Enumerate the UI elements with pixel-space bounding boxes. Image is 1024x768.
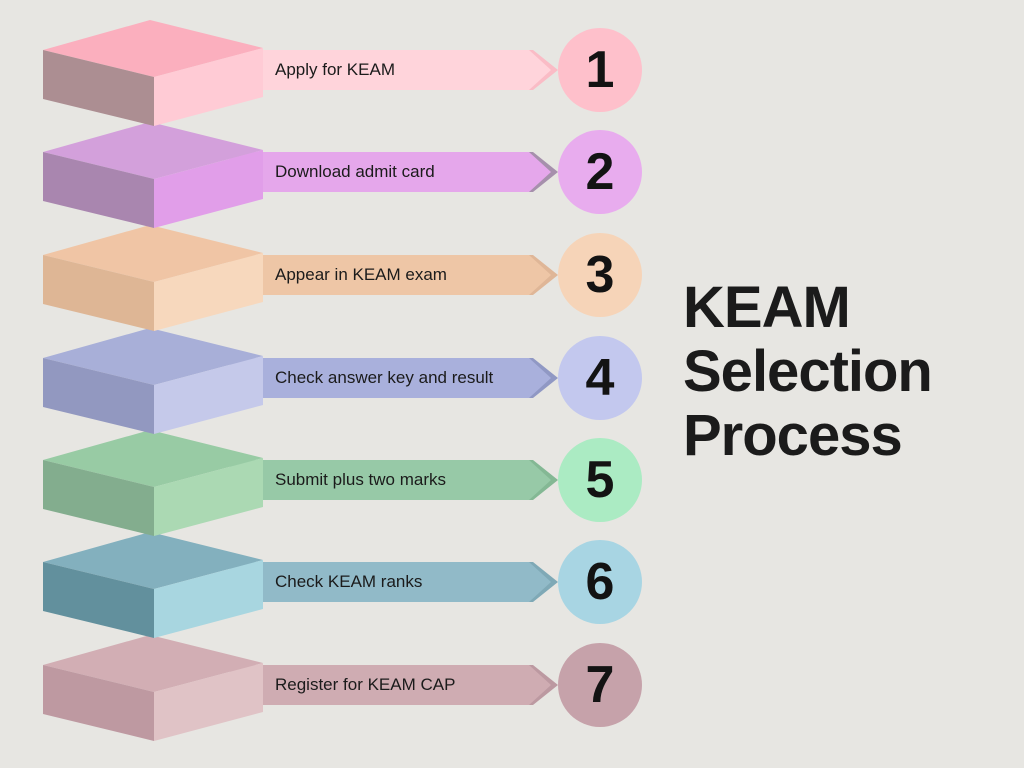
title-line-1: KEAM: [683, 275, 851, 340]
box-top-face: [43, 225, 263, 282]
title-line-3: Process: [683, 403, 903, 468]
box-left-face: [43, 358, 154, 434]
box-top-face: [43, 430, 263, 487]
step-number-circle: 7: [558, 643, 642, 727]
step-banner-arrow: [230, 152, 558, 192]
box-front-face: [154, 48, 263, 126]
box-left-face: [43, 562, 154, 638]
page-title: KEAM Selection Process: [683, 276, 1023, 468]
step-number-circle: 4: [558, 336, 642, 420]
box-front-face: [154, 150, 263, 228]
step-3d-box: [43, 225, 263, 331]
step-number-circle: 3: [558, 233, 642, 317]
box-top-face: [43, 122, 263, 179]
banner-ribbon-shape: [230, 665, 551, 705]
step-row-6: Check KEAM ranks 6: [0, 530, 660, 646]
box-top-face: [43, 532, 263, 589]
box-top-face: [43, 20, 263, 77]
step-number-circle: 1: [558, 28, 642, 112]
box-front-face: [154, 356, 263, 434]
step-banner-arrow: [230, 562, 558, 602]
step-row-5: Submit plus two marks 5: [0, 428, 660, 544]
step-label: Check answer key and result: [275, 368, 494, 387]
step-banner-arrow: [230, 460, 558, 500]
step-3d-box: [43, 122, 263, 228]
step-3d-box: [43, 20, 263, 126]
step-label: Apply for KEAM: [275, 60, 395, 79]
step-3d-box: [43, 532, 263, 638]
step-number-circle: 5: [558, 438, 642, 522]
step-number: 4: [585, 349, 615, 407]
banner-ribbon-shape: [230, 255, 551, 295]
box-front-face: [154, 663, 263, 741]
box-front-face: [154, 253, 263, 331]
banner-ribbon-shape: [230, 358, 551, 398]
box-left-face: [43, 665, 154, 741]
step-label: Register for KEAM CAP: [275, 675, 456, 694]
step-row-1: Apply for KEAM 1: [0, 18, 660, 134]
banner-ribbon-shape: [230, 460, 551, 500]
step-row-7: Register for KEAM CAP 7: [0, 633, 660, 749]
box-front-face: [154, 560, 263, 638]
step-banner-arrow: [230, 50, 558, 90]
step-banner-arrow: [230, 358, 558, 398]
step-label: Download admit card: [275, 162, 435, 181]
step-number: 3: [585, 246, 615, 304]
banner-ribbon-shape: [230, 50, 551, 90]
step-number-circle: 2: [558, 130, 642, 214]
banner-ribbon-shape: [230, 562, 551, 602]
step-3d-box: [43, 635, 263, 741]
step-banner-arrow: [230, 255, 558, 295]
box-top-face: [43, 328, 263, 385]
box-top-face: [43, 635, 263, 692]
banner-ribbon-shape: [230, 152, 551, 192]
step-label: Check KEAM ranks: [275, 572, 423, 591]
step-3d-box: [43, 328, 263, 434]
step-row-3: Appear in KEAM exam 3: [0, 223, 660, 339]
step-label: Appear in KEAM exam: [275, 265, 447, 284]
step-banner-arrow: [230, 665, 558, 705]
box-left-face: [43, 152, 154, 228]
step-number: 1: [585, 41, 615, 99]
step-number: 6: [585, 553, 615, 611]
step-number: 5: [585, 451, 615, 509]
step-number-circle: 6: [558, 540, 642, 624]
title-line-2: Selection: [683, 339, 933, 404]
step-3d-box: [43, 430, 263, 536]
box-front-face: [154, 458, 263, 536]
box-left-face: [43, 50, 154, 126]
step-row-4: Check answer key and result 4: [0, 326, 660, 442]
box-left-face: [43, 255, 154, 331]
step-number: 7: [585, 656, 615, 714]
box-left-face: [43, 460, 154, 536]
step-number: 2: [585, 143, 615, 201]
step-row-2: Download admit card 2: [0, 120, 660, 236]
step-label: Submit plus two marks: [275, 470, 446, 489]
